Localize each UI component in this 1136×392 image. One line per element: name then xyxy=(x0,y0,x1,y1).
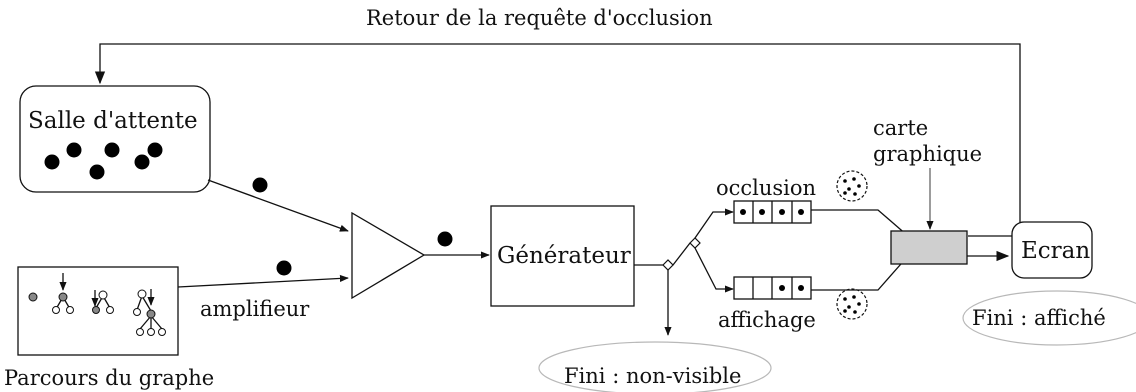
feedback-label: Retour de la requête d'occlusion xyxy=(366,6,713,30)
to-occlusion-queue-arrow xyxy=(694,208,734,239)
display-queue xyxy=(733,276,812,300)
gpu-label-line2: graphique xyxy=(873,142,982,166)
done-displayed-ellipse xyxy=(962,290,1136,346)
display-label: affichage xyxy=(718,308,816,332)
occlusion-label: occlusion xyxy=(716,176,816,200)
waiting-room-label: Salle d'attente xyxy=(28,108,198,134)
waiting-to-amp-arrow xyxy=(207,179,349,232)
screen-label: Ecran xyxy=(1021,238,1090,264)
occlusion-batch-icon xyxy=(836,170,868,202)
display-batch-icon xyxy=(836,288,868,320)
amplifier-label: amplifieur xyxy=(200,297,310,321)
split-line xyxy=(672,242,691,266)
occlusion-to-gpu-line xyxy=(811,209,909,237)
display-to-gpu-line xyxy=(811,255,909,291)
generator-box xyxy=(490,205,635,307)
gpu-label-line1: carte xyxy=(873,116,928,140)
done-invisible-ellipse xyxy=(538,341,772,392)
query-dot xyxy=(252,177,268,193)
tree-icons xyxy=(28,273,166,336)
graph-traversal-label: Parcours du graphe xyxy=(4,366,214,390)
done-displayed-label: Fini : affiché xyxy=(972,306,1106,330)
feedback-loop-line xyxy=(94,43,1021,237)
query-dot xyxy=(276,260,292,276)
query-dot xyxy=(437,231,453,247)
generator-label: Générateur xyxy=(497,243,631,269)
waiting-queries xyxy=(44,142,163,180)
to-display-queue-arrow xyxy=(694,247,734,293)
amplifier-triangle xyxy=(351,211,426,300)
screen-box xyxy=(1011,221,1093,279)
occlusion-queue xyxy=(733,200,812,224)
waiting-room-box xyxy=(19,85,211,193)
gpu-box xyxy=(890,230,968,265)
traversal-to-amp-arrow xyxy=(177,274,349,288)
split-node xyxy=(662,259,674,271)
done-invisible-label: Fini : non-visible xyxy=(564,364,741,388)
split-node xyxy=(689,237,701,249)
